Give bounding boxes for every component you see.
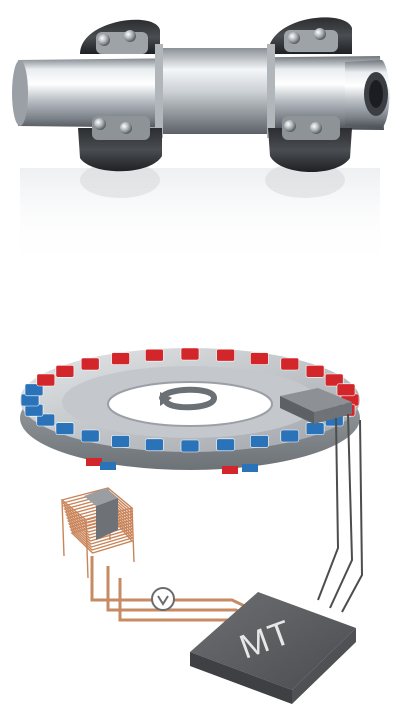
copper-coil [62, 488, 134, 578]
magnet-pole [100, 462, 116, 470]
ammeter-circle-icon [152, 588, 174, 610]
coil-edge [62, 500, 64, 556]
magnet-pole [242, 464, 258, 472]
magnet-pole [112, 353, 130, 365]
magnet-pole [81, 430, 99, 442]
magnet-pole [56, 423, 74, 435]
magnet-pole [145, 439, 163, 451]
magnet-pole [37, 374, 55, 386]
bearing-left-top [80, 20, 160, 54]
encoder-assembly: MT [20, 348, 362, 704]
magnet-pole [181, 348, 199, 360]
shaft-reflection [20, 162, 380, 263]
shaft-assembly [12, 17, 390, 263]
bearing-right-top [268, 17, 352, 54]
coil-edge [132, 508, 134, 562]
magnet-pole [306, 423, 324, 435]
magnet-pole [281, 430, 299, 442]
magnet-pole [250, 435, 268, 447]
magnet-pole [337, 384, 355, 396]
magnet-pole [250, 353, 268, 365]
magnet-pole [306, 365, 324, 377]
magnet-pole [181, 440, 199, 452]
magnet-pole [217, 439, 235, 451]
magnet-pole [281, 358, 299, 370]
magnet-pole [112, 435, 130, 447]
magnet-pole [81, 358, 99, 370]
magnet-pole [222, 466, 238, 474]
magnet-pole [145, 349, 163, 361]
magnet-pole [56, 365, 74, 377]
magnet-pole [86, 458, 102, 466]
magnet-pole [217, 349, 235, 361]
